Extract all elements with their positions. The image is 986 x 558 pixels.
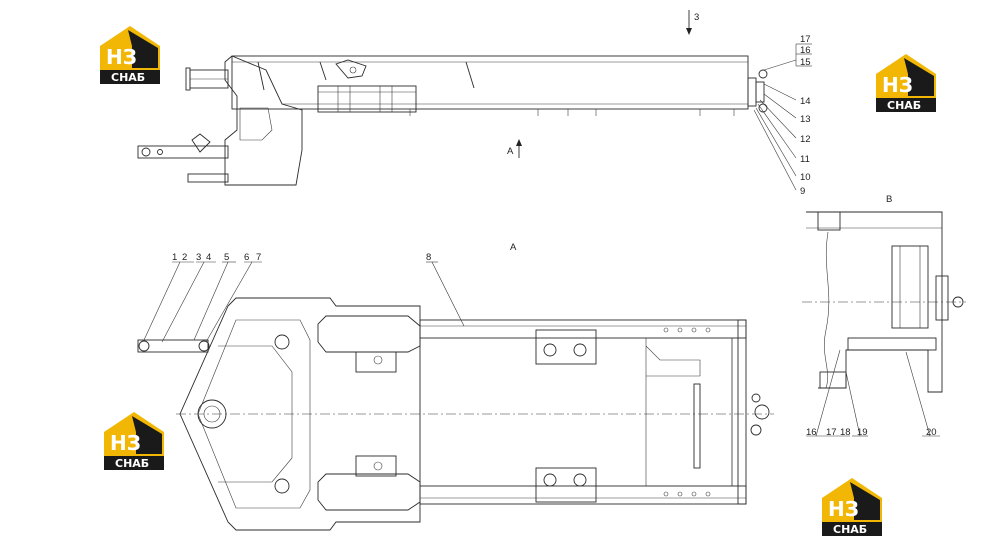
callout-1: 1 (172, 252, 177, 263)
svg-text:НЗ: НЗ (106, 45, 137, 69)
detail-b-view (802, 211, 966, 437)
callout-d18: 18 (840, 427, 851, 438)
callout-11: 11 (800, 154, 810, 165)
svg-text:СНАБ: СНАБ (111, 71, 145, 84)
svg-text:СНАБ: СНАБ (833, 523, 867, 536)
logo-watermark-top-left: НЗ СНАБ (100, 26, 160, 84)
callout-10: 10 (800, 172, 811, 183)
svg-text:НЗ: НЗ (882, 73, 913, 97)
callout-d17: 17 (826, 427, 837, 438)
callout-12: 12 (800, 134, 811, 145)
callout-9: 9 (800, 186, 805, 197)
callout-17: 17 (800, 34, 811, 45)
svg-text:НЗ: НЗ (110, 431, 141, 455)
svg-text:СНАБ: СНАБ (887, 99, 921, 112)
callout-8: 8 (426, 252, 431, 263)
svg-text:СНАБ: СНАБ (115, 457, 149, 470)
callout-16: 16 (800, 45, 811, 56)
callout-6: 6 (244, 252, 249, 263)
section-arrow-a: A (507, 146, 514, 157)
callout-5: 5 (224, 252, 229, 263)
callout-4: 4 (206, 252, 211, 263)
svg-text:НЗ: НЗ (828, 497, 859, 521)
callout-15: 15 (800, 57, 811, 68)
logo-watermark-bottom-right: НЗ СНАБ (822, 478, 882, 536)
callout-2: 2 (182, 252, 187, 263)
section-a-title: A (510, 242, 517, 253)
callout-d20: 20 (926, 427, 937, 438)
callout-14: 14 (800, 96, 811, 107)
callout-7: 7 (256, 252, 261, 263)
callout-3: 3 (196, 252, 201, 263)
logo-watermark-top-right: НЗ СНАБ (876, 54, 936, 112)
section-a-view (137, 261, 774, 531)
detail-b-title: B (886, 194, 892, 205)
logo-watermark-bottom-left: НЗ СНАБ (104, 412, 164, 470)
arrow-label-3: 3 (694, 12, 699, 23)
callout-d19: 19 (857, 427, 868, 438)
top-view (137, 10, 812, 191)
callout-d16: 16 (806, 427, 817, 438)
callout-13: 13 (800, 114, 811, 125)
